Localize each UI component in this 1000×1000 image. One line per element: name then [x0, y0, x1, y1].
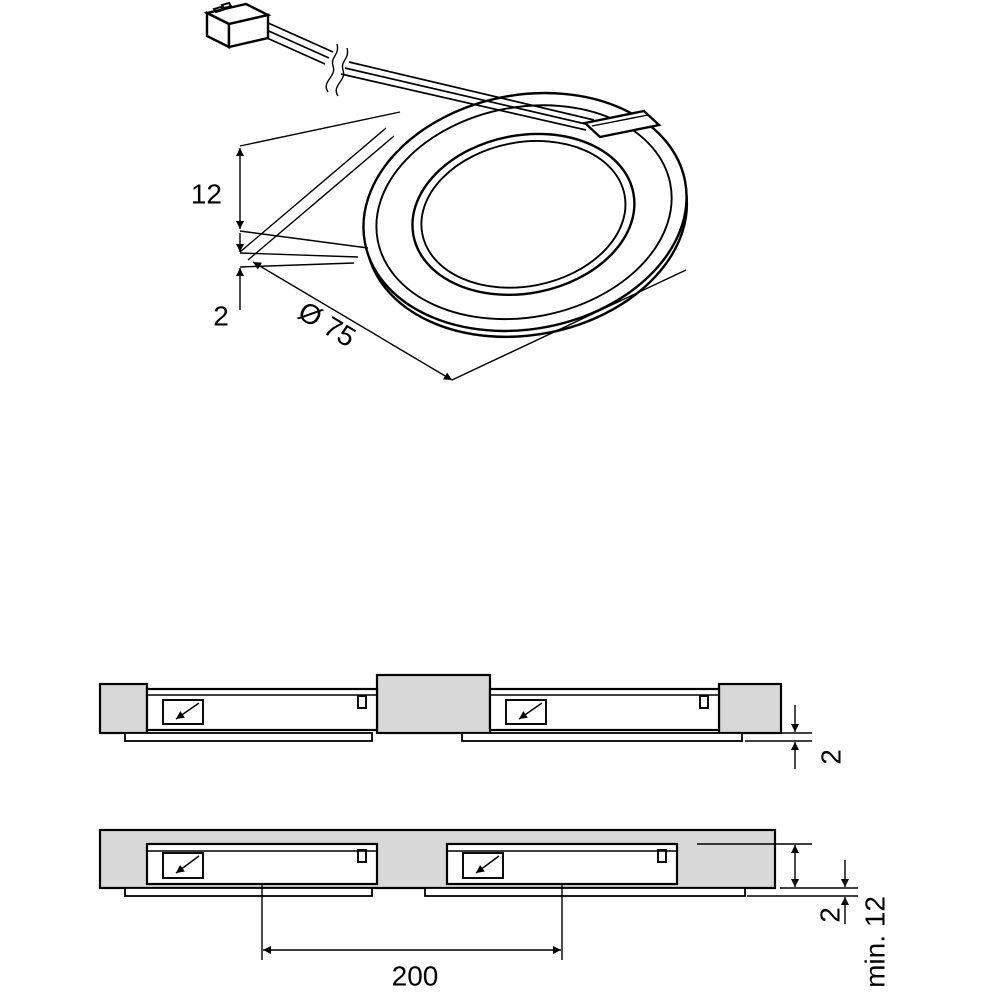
panel-block-left — [98, 682, 149, 735]
power-cable — [257, 21, 595, 131]
connector-tab — [582, 109, 662, 139]
flange-right — [461, 732, 743, 742]
led-module-arrow — [475, 855, 500, 874]
cable-break-mark — [335, 47, 349, 97]
dim-label-rim: 2 — [814, 907, 845, 923]
panel-block-center — [375, 673, 492, 735]
housing-clip — [357, 695, 367, 709]
connector-plug — [203, 1, 272, 49]
dim-ext-line — [239, 111, 401, 147]
led-module — [462, 852, 504, 879]
dim-rim: 2 — [747, 860, 858, 924]
dim-label-height: 12 — [191, 178, 222, 209]
housing-clip — [699, 695, 709, 709]
housing-clip — [657, 849, 667, 863]
flange-left — [124, 732, 373, 742]
flange-left — [124, 887, 373, 897]
cross-section-surface-mount: 2 — [98, 673, 846, 769]
cable-break-mark — [325, 43, 339, 93]
dim-label-rim: 2 — [815, 749, 846, 765]
dim-ext-line — [239, 230, 369, 249]
housing-clip — [357, 849, 367, 863]
cross-section-recessed-mount: 200 min. 12 2 — [98, 828, 890, 991]
dim-label-spacing: 200 — [392, 960, 439, 991]
led-module — [505, 699, 547, 725]
ring-bezel-edge — [375, 104, 673, 321]
dim-rim: 2 — [745, 705, 846, 769]
lens-edge — [420, 140, 627, 289]
dim-min-depth: min. 12 — [697, 843, 890, 988]
dim-ext-line — [451, 269, 687, 381]
plug-pin — [220, 1, 233, 10]
dim-height: 12 — [191, 111, 401, 249]
led-module-arrow — [175, 702, 200, 720]
dim-label-rim: 2 — [213, 300, 229, 331]
dim-ext-line — [239, 252, 359, 258]
panel-block-right — [717, 682, 783, 735]
led-module — [162, 852, 204, 879]
led-module — [162, 699, 204, 725]
dim-spacing: 200 — [263, 946, 561, 991]
flange-right — [424, 887, 746, 897]
perspective-view: 12 2 Ø 75 — [191, 1, 689, 381]
plug-pin — [212, 5, 225, 14]
dim-label-diameter: Ø 75 — [293, 295, 361, 353]
ring-opening — [411, 132, 636, 296]
projection-lines — [239, 127, 395, 261]
led-module-arrow — [175, 855, 200, 874]
dim-label-min-depth: min. 12 — [859, 896, 890, 988]
led-module-arrow — [518, 702, 543, 720]
